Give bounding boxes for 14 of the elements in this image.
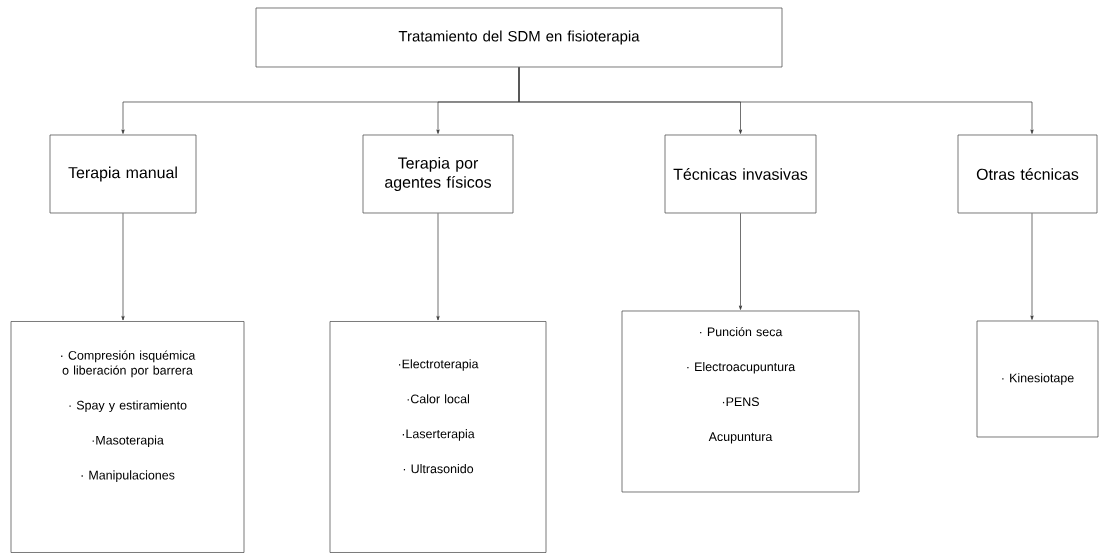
list-box: · Kinesiotape <box>976 320 1099 438</box>
category-box: Terapia manual <box>49 134 197 214</box>
title-box: Tratamiento del SDM en fisioterapia <box>255 7 783 68</box>
category-box: Técnicas invasivas <box>664 134 817 214</box>
arrow <box>121 213 125 321</box>
category-box: Terapia por agentes físicos <box>362 134 514 214</box>
list-box: ·Electroterapia ·Calor local ·Laserterapia · Ultrasonido <box>329 321 547 553</box>
arrow <box>738 213 743 310</box>
list-box: · Compresión isquémica o liberación por barrera · Spay y estiramiento ·Masoterapia · Manipulaciones <box>10 321 245 553</box>
arrow <box>518 67 1034 134</box>
list-box: · Punción seca · Electroacupuntura ·PENS Acupuntura <box>621 310 860 493</box>
arrow <box>1030 213 1034 320</box>
category-box: Otras técnicas <box>957 134 1098 214</box>
arrow <box>436 213 440 321</box>
